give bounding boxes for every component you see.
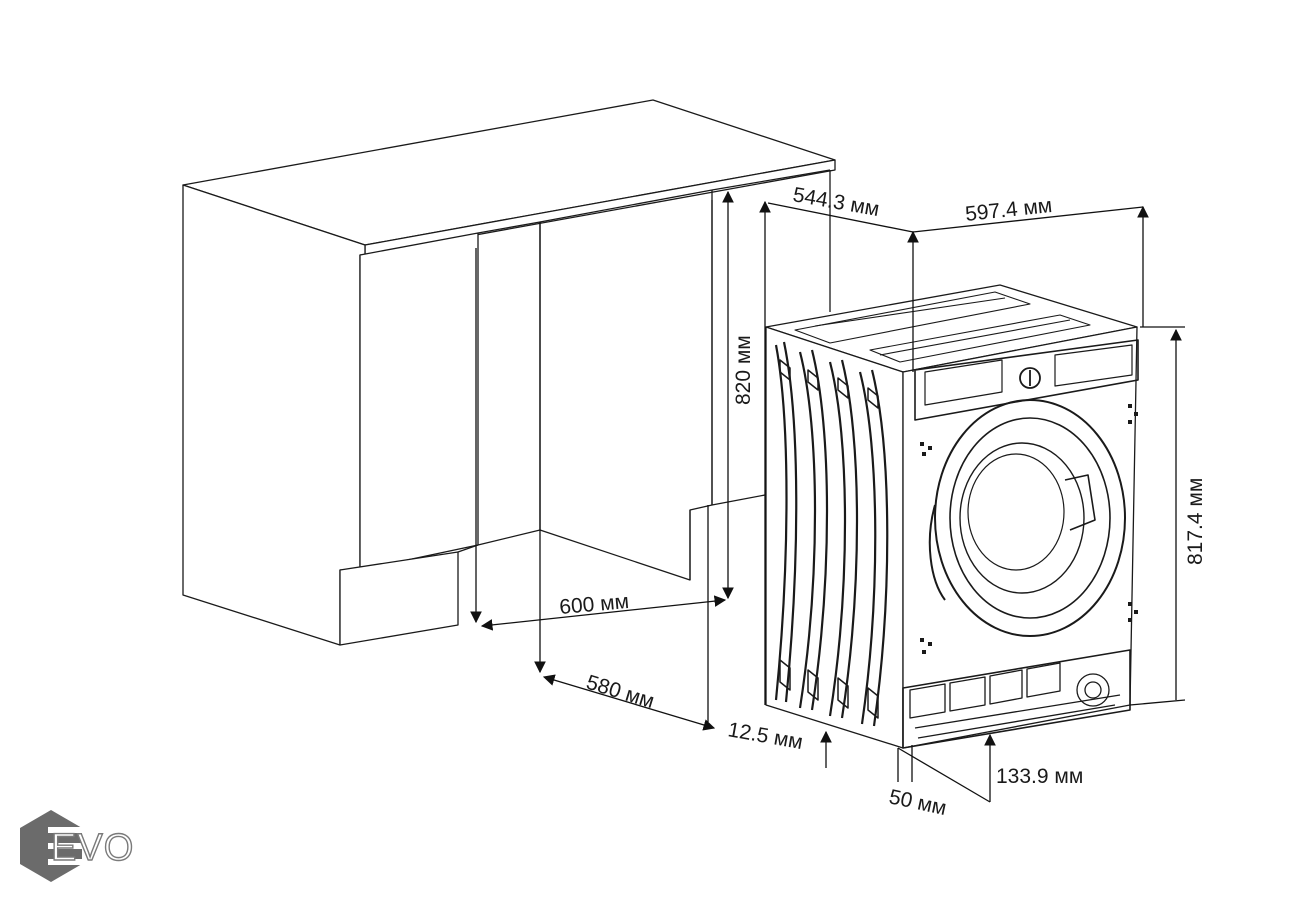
dim-foot-height: 12.5 мм [726, 718, 804, 754]
dim-cabinet-depth: 580 мм [584, 671, 657, 713]
dim-plinth-recess: 50 мм [887, 785, 949, 820]
dim-machine-height: 817.4 мм [1184, 478, 1207, 565]
dim-cabinet-height: 820 мм [732, 335, 755, 405]
logo-text: EVO [51, 827, 134, 869]
washing-machine [765, 284, 1139, 749]
brand-logo: EVO [20, 810, 134, 882]
dim-machine-width: 597.4 мм [964, 194, 1053, 226]
dim-machine-depth: 544.3 мм [791, 183, 881, 221]
dimension-lines [470, 190, 1186, 803]
dim-cabinet-width: 600 мм [558, 590, 629, 619]
dim-plinth-height: 133.9 мм [996, 765, 1083, 788]
kitchen-cabinet [182, 99, 836, 646]
